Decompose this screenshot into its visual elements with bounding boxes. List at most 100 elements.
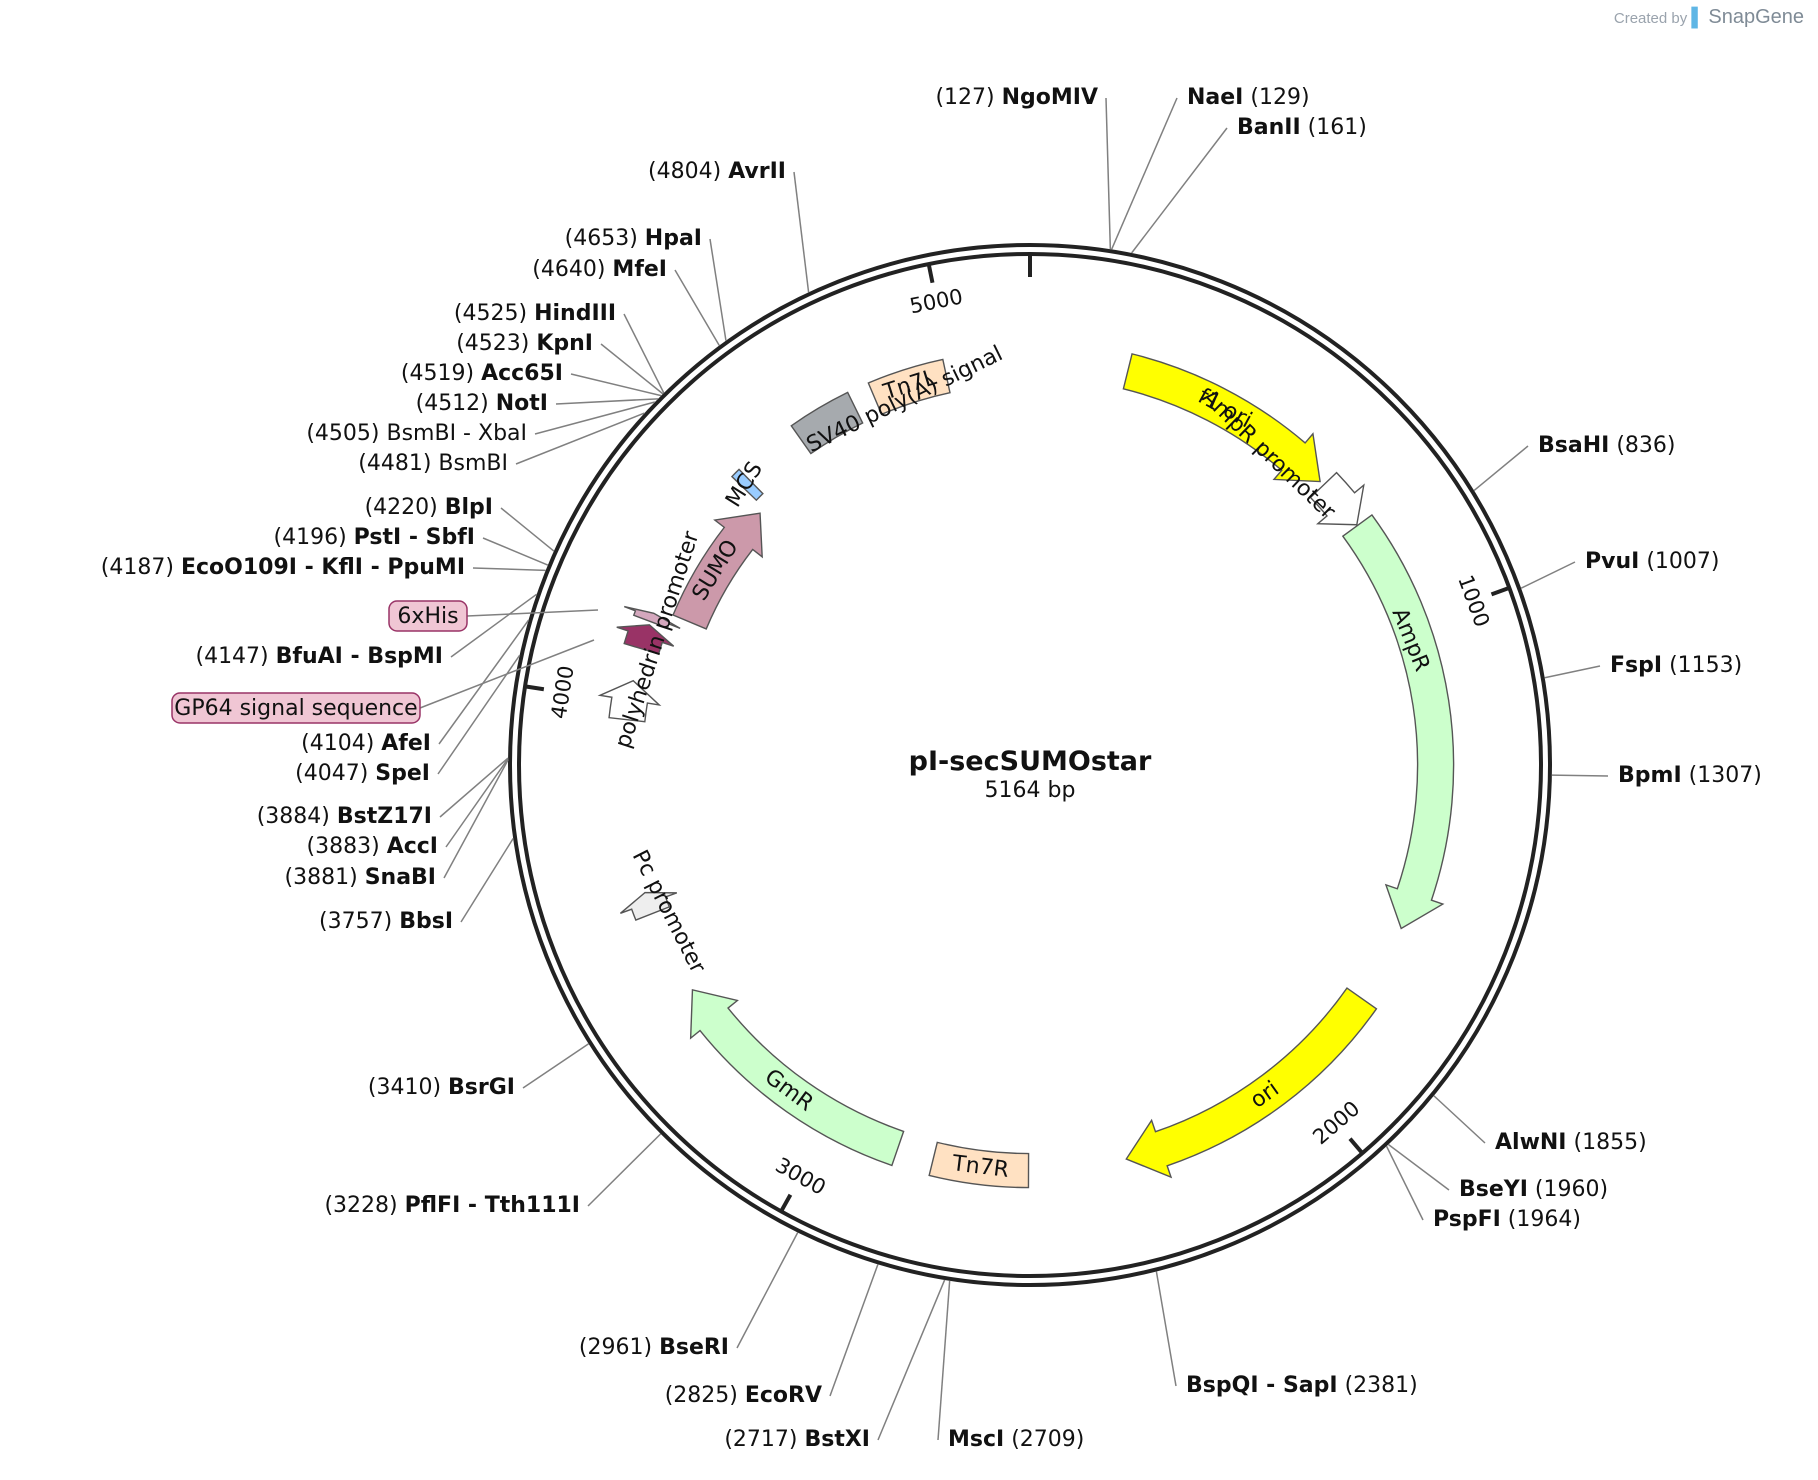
site-bpmi-1307[interactable]: BpmI (1307) — [1551, 763, 1762, 788]
site-bstxi-2717[interactable]: (2717) BstXI — [724, 1279, 946, 1452]
backbone-outer-ring — [508, 243, 1552, 1287]
gp64-callout[interactable]: GP64 signal sequence — [171, 639, 595, 724]
site-hindiii-4525[interactable]: (4525) HindIII — [454, 301, 665, 394]
tick-label-2000: 2000 — [1308, 1096, 1364, 1149]
site-psti-sbfi-4196[interactable]: (4196) PstI - SbfI — [274, 525, 549, 566]
site-msci-2709[interactable]: MscI (2709) — [937, 1280, 1084, 1452]
site-leader-line — [1520, 561, 1576, 589]
site-position: (836) — [1616, 433, 1675, 458]
site-label: MscI (2709) — [948, 1427, 1084, 1452]
site-label: NaeI (129) — [1187, 85, 1310, 110]
site-bsmbi-4481[interactable]: (4481) BsmBI — [358, 412, 645, 476]
site-bsmbi-xbai-4505[interactable]: (4505) BsmBI - XbaI — [306, 401, 656, 446]
site-position: (4220) — [365, 495, 438, 520]
site-label: (2961) BseRI — [579, 1335, 729, 1360]
site-avrii-4804[interactable]: (4804) AvrII — [648, 159, 810, 293]
site-label: BanII (161) — [1237, 115, 1367, 140]
site-label: (4653) HpaI — [565, 226, 702, 251]
site-leader-line — [1473, 445, 1529, 492]
site-position: (3757) — [319, 909, 392, 934]
site-ngomiv-127[interactable]: (127) NgoMIV — [935, 85, 1112, 250]
site-position: (4104) — [301, 731, 374, 756]
site-ecoo109i-kfli-ppumi-4187[interactable]: (4187) EcoO109I - KflI - PpuMI — [101, 555, 546, 580]
site-bfuai-bspmi-4147[interactable]: (4147) BfuAI - BspMI — [195, 593, 538, 669]
site-leader-line — [829, 1264, 879, 1397]
site-leader-line — [555, 398, 659, 405]
site-bbsi-3757[interactable]: (3757) BbsI — [319, 838, 514, 934]
site-label: (127) NgoMIV — [935, 85, 1098, 110]
site-name: PstI - SbfI — [354, 525, 475, 550]
site-pvui-1007[interactable]: PvuI (1007) — [1520, 549, 1719, 589]
site-bsahi-836[interactable]: BsaHI (836) — [1473, 433, 1675, 492]
site-label: (4047) SpeI — [295, 761, 430, 786]
feature-gp64-signal-sequence[interactable] — [616, 624, 675, 655]
feature-mcs[interactable] — [730, 468, 764, 502]
site-ecorv-2825[interactable]: (2825) EcoRV — [665, 1264, 879, 1408]
site-name: AfeI — [381, 731, 431, 756]
site-label: (4804) AvrII — [648, 159, 786, 184]
site-label: (4519) Acc65I — [401, 361, 563, 386]
site-alwni-1855[interactable]: AlwNI (1855) — [1433, 1095, 1647, 1155]
site-position: (4525) — [454, 301, 527, 326]
site-acci-3883[interactable]: (3883) AccI — [307, 758, 509, 859]
site-label: (3881) SnaBI — [285, 865, 436, 890]
site-position: (1153) — [1669, 653, 1742, 678]
feature-6xhis[interactable] — [623, 605, 681, 630]
site-name: FspI — [1610, 653, 1662, 678]
site-snabi-3881[interactable]: (3881) SnaBI — [285, 759, 509, 890]
feature-amp-r-promoter[interactable] — [1309, 471, 1365, 526]
feature-polyhedrin-promoter-arrow[interactable] — [597, 679, 662, 723]
site-bseyi-1960[interactable]: BseYI (1960) — [1387, 1143, 1608, 1202]
tick-mark-2000 — [1348, 1137, 1364, 1155]
feature-gm-r[interactable]: GmR — [689, 988, 905, 1167]
site-position: (2825) — [665, 1383, 738, 1408]
site-label: BseYI (1960) — [1459, 1177, 1608, 1202]
site-bspqi-sapi-2381[interactable]: BspQI - SapI (2381) — [1155, 1271, 1418, 1398]
site-pflfi-tth111i-3228[interactable]: (3228) PflFI - Tth111I — [324, 1133, 662, 1218]
mcs-label: MCS — [721, 458, 768, 512]
ampr-promoter-label: AmpR promoter — [1197, 385, 1341, 525]
site-naei-129[interactable]: NaeI (129) — [1110, 85, 1310, 250]
site-name: BstXI — [804, 1427, 870, 1452]
site-position: (4804) — [648, 159, 721, 184]
feature-shape-gm-r — [689, 988, 905, 1167]
feature-shape-amp-r — [1341, 513, 1455, 930]
callout-leader-line — [466, 609, 599, 617]
feature-pc-promoter[interactable] — [619, 891, 678, 921]
site-leader-line — [515, 412, 645, 465]
site-label: (2825) EcoRV — [665, 1383, 822, 1408]
site-mfei-4640[interactable]: (4640) MfeI — [532, 257, 720, 346]
site-label: (4505) BsmBI - XbaI — [306, 421, 527, 446]
feature-shape-pc-promoter — [619, 891, 678, 921]
site-name: HpaI — [645, 226, 702, 251]
feature-ori[interactable]: ori — [1125, 987, 1378, 1179]
site-hpai-4653[interactable]: (4653) HpaI — [565, 226, 727, 341]
site-leader-line — [1131, 127, 1228, 254]
site-kpni-4523[interactable]: (4523) KpnI — [456, 331, 664, 395]
site-name: BsaHI — [1538, 433, 1609, 458]
tick-mark-1000 — [1490, 585, 1510, 597]
site-banii-161[interactable]: BanII (161) — [1131, 115, 1367, 254]
site-label: (3228) PflFI - Tth111I — [324, 1193, 580, 1218]
feature-shape-6xhis — [623, 605, 681, 630]
site-fspi-1153[interactable]: FspI (1153) — [1544, 653, 1743, 679]
site-blpi-4220[interactable]: (4220) BlpI — [365, 495, 555, 552]
site-afei-4104[interactable]: (4104) AfeI — [301, 619, 530, 756]
site-bsrgi-3410[interactable]: (3410) BsrGI — [368, 1043, 590, 1100]
site-bstz17i-3884[interactable]: (3884) BstZ17I — [257, 757, 509, 829]
plasmid-backbone — [508, 243, 1552, 1287]
site-acc65i-4519[interactable]: (4519) Acc65I — [401, 361, 662, 397]
site-leader-line — [472, 567, 546, 572]
tick-label-3000: 3000 — [771, 1153, 829, 1200]
site-noti-4512[interactable]: (4512) NotI — [416, 391, 659, 416]
6xhis-callout[interactable]: 6xHis — [388, 600, 599, 632]
site-position: (1007) — [1646, 549, 1719, 574]
site-pspfi-1964[interactable]: PspFI (1964) — [1385, 1145, 1581, 1232]
feature-sv40-poly-a-signal[interactable] — [790, 391, 864, 455]
site-bseri-2961[interactable]: (2961) BseRI — [579, 1232, 799, 1360]
feature-tn7r[interactable]: Tn7R — [928, 1141, 1030, 1189]
site-name: MfeI — [612, 257, 667, 282]
site-position: (127) — [935, 85, 994, 110]
feature-amp-r[interactable] — [1341, 513, 1455, 930]
